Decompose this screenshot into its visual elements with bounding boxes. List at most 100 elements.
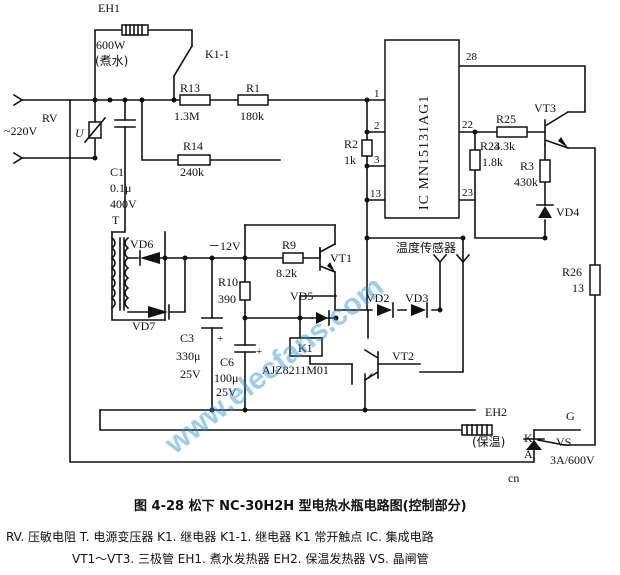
r2-value: 1k xyxy=(344,153,356,167)
wire-r14 xyxy=(141,99,281,161)
r14-value: 240k xyxy=(180,165,204,179)
ic-pin-3: 3 xyxy=(374,154,380,166)
wire-vt2 xyxy=(351,363,421,385)
r10-resistor xyxy=(239,281,251,301)
r1-value: 180k xyxy=(240,109,264,123)
c6-label: C6 xyxy=(220,355,234,369)
watermark-small: cn xyxy=(508,471,519,485)
vs-a-label: A xyxy=(524,447,533,461)
r1-label: R1 xyxy=(246,81,260,95)
watermark-logo: www.elecfans.com xyxy=(158,270,390,461)
vd6-label: VD6 xyxy=(130,237,153,251)
transformer-t xyxy=(110,236,130,311)
vd6-diode xyxy=(139,250,160,266)
ac-terminal-bottom xyxy=(12,151,24,165)
eh2-note: (保温) xyxy=(472,435,505,449)
vt3-transistor xyxy=(543,110,570,150)
wire-vs xyxy=(69,99,535,463)
r2-label: R2 xyxy=(344,137,358,151)
wire-vd7 xyxy=(127,257,186,313)
eh1-heater xyxy=(121,24,149,36)
r24-value: 1.8k xyxy=(482,155,503,169)
figure-caption: 图 4-28 松下 NC-30H2H 型电热水瓶电路图(控制部分) xyxy=(134,498,467,514)
eh2-heater xyxy=(461,424,493,436)
c1-label: C1 xyxy=(110,165,124,179)
c1-voltage: 400V xyxy=(110,197,137,211)
c3-value: 330μ xyxy=(176,349,200,363)
vt2-transistor xyxy=(363,348,380,382)
vt1-transistor xyxy=(318,242,337,274)
wire-vd2-left xyxy=(366,237,373,311)
transformer-label: T xyxy=(112,213,120,227)
r13-value: 1.3M xyxy=(174,109,200,123)
r10-label: R10 xyxy=(218,275,238,289)
r14-resistor xyxy=(177,154,211,166)
vt3-label: VT3 xyxy=(534,101,556,115)
vt1-label: VT1 xyxy=(330,251,352,265)
c6-voltage: 25V xyxy=(216,385,237,399)
r24-label: R24 xyxy=(480,139,500,153)
eh1-note: (煮水) xyxy=(95,54,128,68)
r13-resistor xyxy=(179,94,211,106)
eh1-label: EH1 xyxy=(98,1,120,15)
eh1-rating: 600W xyxy=(96,38,126,52)
r25-value: 3.3k xyxy=(494,139,515,153)
svg-text:+: + xyxy=(217,333,223,345)
wire-transformer-primary xyxy=(111,231,166,321)
c6-value: 100μ xyxy=(214,371,238,385)
r26-label: R26 xyxy=(562,265,582,279)
r3-label: R3 xyxy=(520,159,534,173)
c3-label: C3 xyxy=(180,331,194,345)
wire-r26-down xyxy=(563,294,596,446)
r9-value: 8.2k xyxy=(276,266,297,280)
eh2-label: EH2 xyxy=(485,405,507,419)
vd3-diode xyxy=(411,302,428,318)
k1-relay-coil xyxy=(289,337,323,357)
ac-input-label: ~220V xyxy=(4,124,37,138)
k11-contact xyxy=(172,44,194,78)
r25-label: R25 xyxy=(496,112,516,126)
wire-vt3-collector xyxy=(567,147,596,266)
ic-pin-23: 23 xyxy=(462,187,474,199)
c3-capacitor: + xyxy=(201,317,223,345)
r9-resistor xyxy=(282,252,304,264)
r10-value: 390 xyxy=(218,292,236,306)
vs-gate-label: G xyxy=(566,409,575,423)
junction-dots xyxy=(92,97,548,413)
ic-pin-22: 22 xyxy=(462,119,473,131)
c1-capacitor xyxy=(114,119,136,128)
r13-label: R13 xyxy=(180,81,200,95)
r24-resistor xyxy=(469,149,481,171)
r26-value: 13 xyxy=(572,281,584,295)
r3-resistor xyxy=(539,159,551,183)
c3-voltage: 25V xyxy=(180,367,201,381)
r2-resistor xyxy=(361,139,373,157)
ic-name: IC MN15131AG1 xyxy=(417,95,432,210)
c1-value: 0.1μ xyxy=(110,181,131,195)
ic-pin-13: 13 xyxy=(370,188,382,200)
vs-k-label: K xyxy=(524,431,533,445)
k1-label: K1 xyxy=(298,341,313,355)
r9-label: R9 xyxy=(282,238,296,252)
wire-ic-23 xyxy=(458,199,546,239)
vd3-label: VD3 xyxy=(405,291,428,305)
vs-rating: 3A/600V xyxy=(550,453,595,467)
vs-label: VS xyxy=(556,435,571,449)
rv-label: RV xyxy=(42,111,58,125)
rv-varistor xyxy=(83,116,107,144)
legend-line-1: RV. 压敏电阻 T. 电源变压器 K1. 继电器 K1-1. 继电器 K1 常… xyxy=(6,529,434,544)
vd4-label: VD4 xyxy=(556,205,579,219)
vd2-label: VD2 xyxy=(366,291,389,305)
wire-k1-coil-right xyxy=(309,355,353,365)
vd7-diode xyxy=(148,304,170,320)
neg12v-label: －12V xyxy=(208,239,241,253)
ic-pin-1: 1 xyxy=(374,88,380,100)
r26-resistor xyxy=(589,264,601,296)
r25-resistor xyxy=(496,126,528,138)
k1-model: AJZ8211M01 xyxy=(262,363,329,377)
svg-text:+: + xyxy=(256,346,262,358)
vd7-label: VD7 xyxy=(132,319,155,333)
legend-line-2: VT1～VT3. 三极管 EH1. 煮水发热器 EH2. 保温发热器 VS. 晶… xyxy=(72,551,429,566)
